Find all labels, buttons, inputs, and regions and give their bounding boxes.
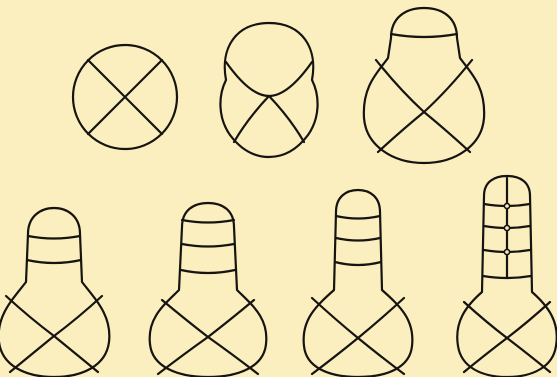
stage-4-cross-a xyxy=(6,296,98,372)
stage-6-band-2 xyxy=(336,238,380,241)
stage-5-band-3 xyxy=(181,270,235,273)
stage-2-outline xyxy=(220,23,317,157)
stage-4-cross-b xyxy=(10,296,102,372)
stage-1-cell xyxy=(73,45,177,149)
stage-5-cross-b xyxy=(158,300,254,374)
stage-7-node-1 xyxy=(504,203,509,208)
stage-2-cell xyxy=(220,23,317,157)
stage-2-cross-b xyxy=(234,62,312,142)
stage-5-outline xyxy=(150,203,267,377)
stage-4-outline xyxy=(0,208,109,377)
stage-4-band-1 xyxy=(28,236,80,239)
stage-3-band-1 xyxy=(391,34,457,37)
stage-6-band-1 xyxy=(336,216,380,219)
stage-6-cell xyxy=(304,190,413,377)
stage-3-cell xyxy=(364,8,484,163)
stage-5-band-1 xyxy=(182,220,234,223)
stage-7-cell xyxy=(457,176,557,377)
stage-3-outline xyxy=(364,8,484,163)
stage-4-band-2 xyxy=(27,260,81,263)
stage-6-band-3 xyxy=(335,262,381,265)
stage-5-cross-a xyxy=(162,300,258,374)
stage-3-cross-b xyxy=(378,60,472,152)
stage-5-band-2 xyxy=(182,244,234,247)
stage-7-node-2 xyxy=(504,225,509,230)
stage-7-node-3 xyxy=(504,249,509,254)
stage-4-cell xyxy=(0,208,109,377)
stage-3-cross-a xyxy=(376,60,470,152)
stage-2-cross-a xyxy=(226,62,304,142)
stage-5-cell xyxy=(150,203,267,377)
